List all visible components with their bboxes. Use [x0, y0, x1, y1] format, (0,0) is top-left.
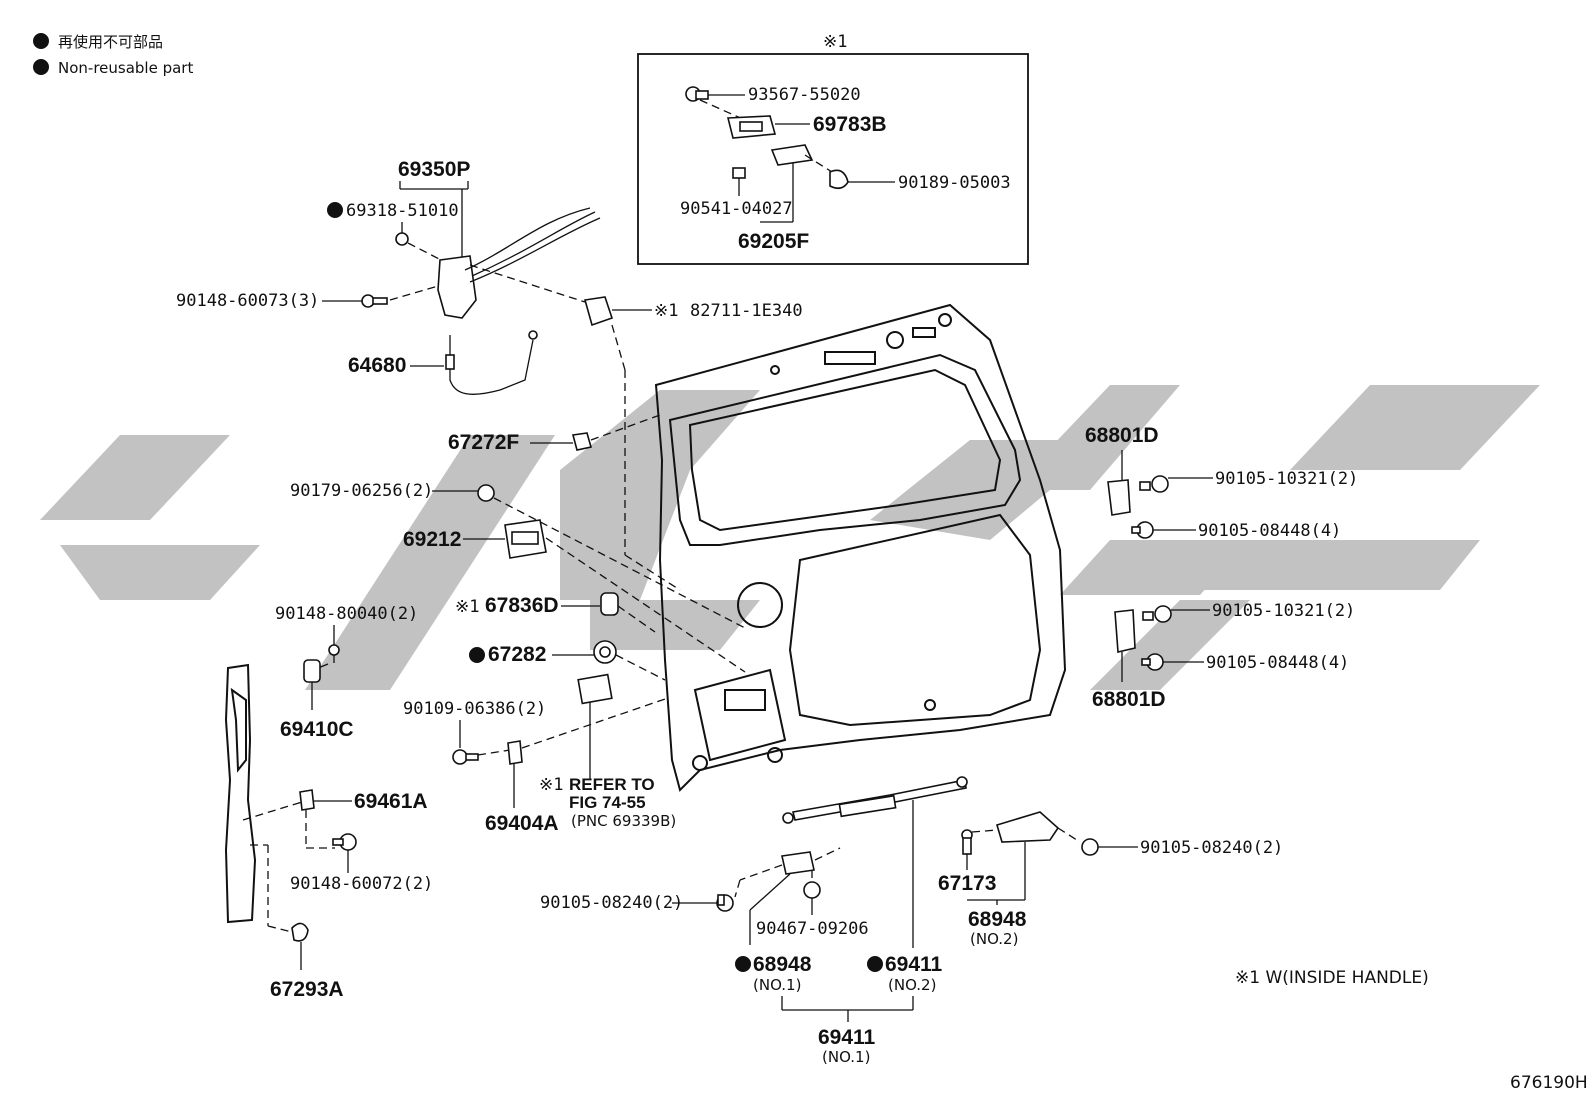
part-67173: 67173	[938, 872, 996, 895]
part-90148-80040-2: 90148-80040(2)	[275, 604, 418, 624]
part-90105-08448-4-b: 90105-08448(4)	[1206, 653, 1349, 673]
non-reusable-bullet-icon	[735, 956, 751, 972]
non-reusable-bullet-icon	[33, 33, 49, 49]
part-90105-08448-4-a: 90105-08448(4)	[1198, 521, 1341, 541]
part-69411-no2: 69411	[885, 953, 943, 976]
part-90105-10321-2-a: 90105-10321(2)	[1215, 469, 1358, 489]
back-door-panel	[654, 303, 1067, 792]
non-reusable-bullet-icon	[469, 647, 485, 663]
part-67836D: 67836D	[485, 594, 559, 617]
part-68801D-bottom: 68801D	[1092, 688, 1166, 711]
part-69350P: 69350P	[398, 158, 470, 181]
legend-ja: 再使用不可部品	[58, 33, 163, 51]
part-69212: 69212	[403, 528, 461, 551]
part-90148-60072-2: 90148-60072(2)	[290, 874, 433, 894]
part-69411-no1-sub: (NO.1)	[822, 1048, 870, 1066]
hinge-components: 68801D 90105-10321(2) 90105-08448(4) 901…	[1085, 424, 1358, 711]
part-82711-marker: ※1	[654, 301, 678, 321]
part-69205F: 69205F	[738, 230, 809, 253]
part-68948-no1: 68948	[753, 953, 812, 976]
part-69318-51010: 69318-51010	[346, 201, 459, 221]
ref-line2: FIG 74-55	[569, 793, 646, 812]
footnote: ※1 W(INSIDE HANDLE)	[1235, 968, 1429, 988]
part-68948-no1-sub: (NO.1)	[753, 976, 801, 994]
part-67293A: 67293A	[270, 978, 344, 1001]
part-69404A: 69404A	[485, 812, 559, 835]
part-69411-no2-sub: (NO.2)	[888, 976, 936, 994]
part-90109-06386-2: 90109-06386(2)	[403, 699, 546, 719]
ref-line1: REFER TO	[569, 775, 655, 794]
part-69411-no1: 69411	[818, 1026, 876, 1049]
part-67282: 67282	[488, 643, 546, 666]
part-90105-10321-2-b: 90105-10321(2)	[1212, 601, 1355, 621]
non-reusable-bullet-icon	[33, 59, 49, 75]
part-64680: 64680	[348, 354, 406, 377]
part-90179-06256-2: 90179-06256(2)	[290, 481, 433, 501]
part-69461A: 69461A	[354, 790, 428, 813]
part-68948-no2: 68948	[968, 908, 1027, 931]
part-93567-55020: 93567-55020	[748, 85, 861, 105]
inset-marker: ※1	[823, 32, 847, 52]
side-trim-components: 69461A 90148-60072(2) 67293A	[224, 663, 433, 1001]
part-67836D-marker: ※1	[455, 597, 479, 617]
part-90467-09206: 90467-09206	[756, 919, 869, 939]
legend-en: Non-reusable part	[58, 59, 193, 77]
inset-box: ※1 93567-55020 69783B 90189-05003 90541-…	[637, 32, 1029, 265]
ref-marker: ※1	[539, 775, 563, 795]
legend: 再使用不可部品 Non-reusable part	[33, 33, 193, 77]
part-69410C: 69410C	[280, 718, 354, 741]
part-90105-08240-2-left: 90105-08240(2)	[540, 893, 683, 913]
part-90148-60073-3: 90148-60073(3)	[176, 291, 319, 311]
part-82711-1E340: 82711-1E340	[690, 301, 803, 321]
part-90189-05003: 90189-05003	[898, 173, 1011, 193]
lock-assembly: 69350P 69318-51010 90148-60073(3) ※1 827…	[176, 158, 803, 591]
ref-line3: (PNC 69339B)	[571, 812, 676, 830]
part-90105-08240-2-right: 90105-08240(2)	[1140, 838, 1283, 858]
lower-components: 90105-08240(2) 90467-09206 68948 (NO.1) …	[540, 776, 1283, 1066]
non-reusable-bullet-icon	[867, 956, 883, 972]
part-69783B: 69783B	[813, 113, 887, 136]
part-68948-no2-sub: (NO.2)	[970, 930, 1018, 948]
part-68801D-top: 68801D	[1085, 424, 1159, 447]
part-67272F: 67272F	[448, 431, 519, 454]
non-reusable-bullet-icon	[327, 202, 343, 218]
part-90541-04027: 90541-04027	[680, 199, 793, 219]
striker-components: 90148-80040(2) 69410C 90109-06386(2) 694…	[275, 604, 669, 835]
left-mid-components: 67272F 90179-06256(2) 69212 ※1 67836D 67…	[290, 414, 746, 830]
figure-id: 676190H	[1510, 1073, 1588, 1093]
